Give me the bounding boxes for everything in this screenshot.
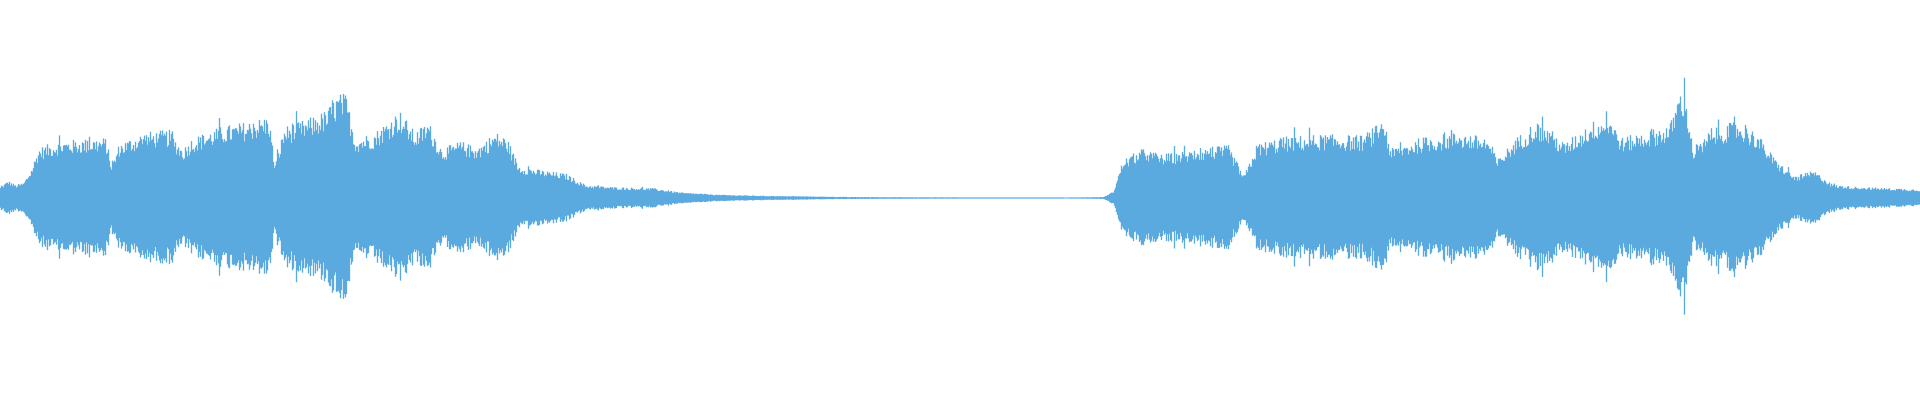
waveform-path xyxy=(0,77,1920,315)
waveform-bars xyxy=(0,77,1920,315)
